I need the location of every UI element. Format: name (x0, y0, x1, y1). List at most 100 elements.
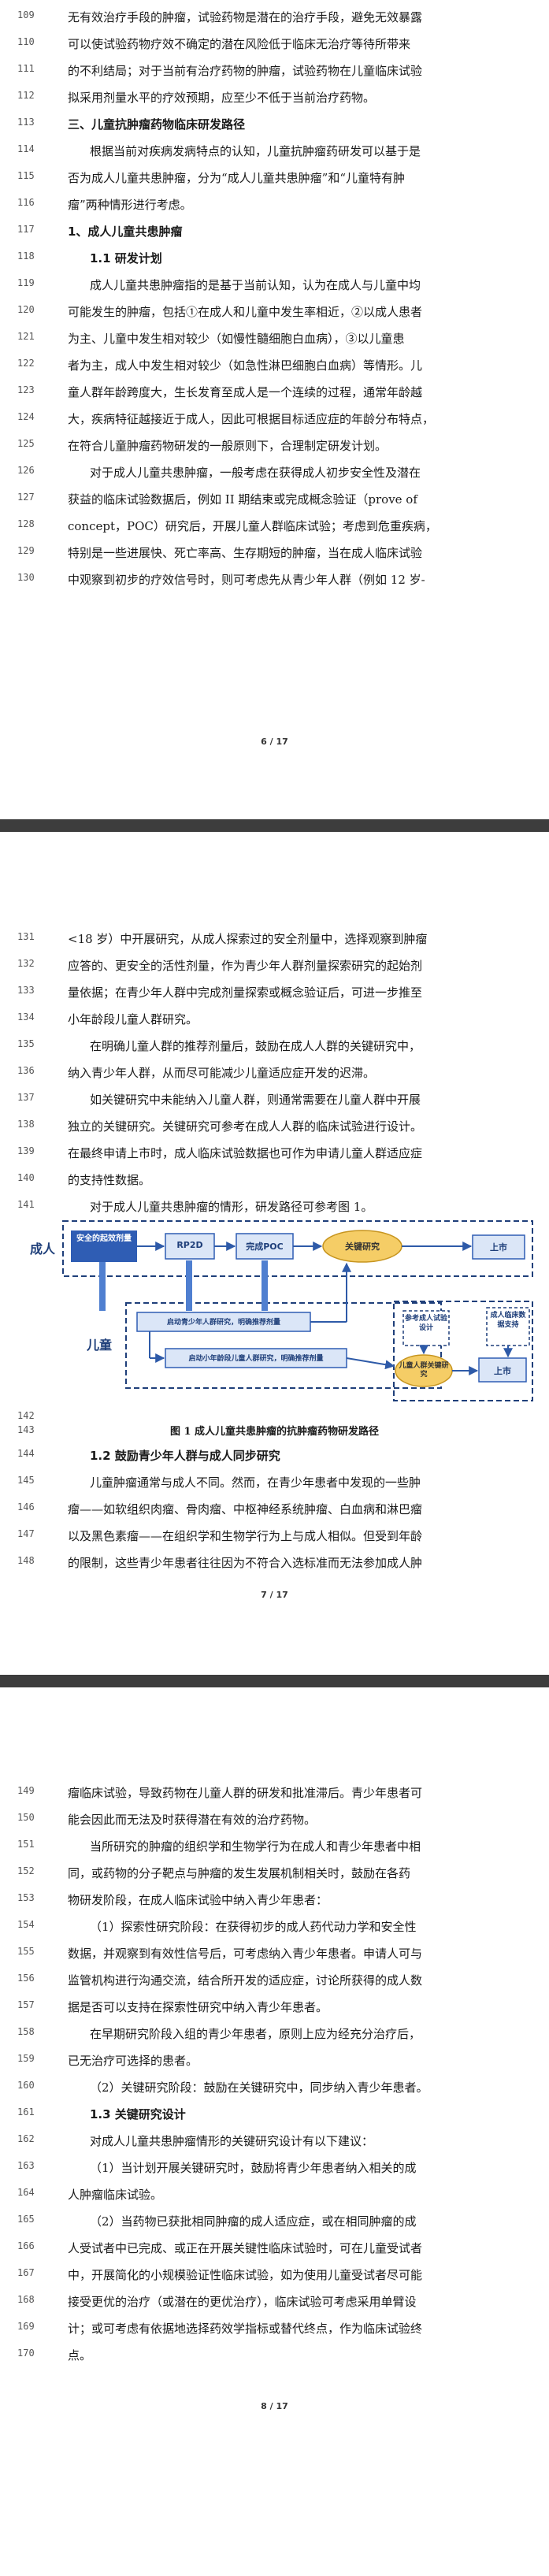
body-text: （1）当计划开展关键研究时，鼓励将青少年患者纳入相关的成 (90, 2161, 417, 2175)
flowchart (62, 1220, 533, 1401)
body-text: 儿童肿瘤通常与成人不同。然而，在青少年患者中发现的一些肿 (90, 1475, 421, 1490)
line-number: 112 (17, 90, 35, 101)
line-number: 136 (17, 1065, 35, 1076)
body-text: 者为主，成人中发生相对较少（如急性淋巴细胞白血病）等情形。儿 (68, 358, 423, 373)
body-text: 中，开展简化的小规模验证性临床试验，如为使用儿童受试者尽可能 (68, 2268, 423, 2282)
line-number: 116 (17, 197, 35, 208)
body-text: 当所研究的肿瘤的组织学和生物学行为在成人和青少年患者中相 (90, 1839, 421, 1854)
line-number: 137 (17, 1092, 35, 1103)
body-text: 点。 (68, 2348, 92, 2363)
body-text: 瘤临床试验，导致药物在儿童人群的研发和批准滞后。青少年患者可 (68, 1786, 423, 1800)
line-number: 164 (17, 2187, 35, 2198)
body-text: 据是否可以支持在探索性研究中纳入青少年患者。 (68, 2000, 328, 2014)
body-text: 如关键研究中未能纳入儿童人群，则通常需要在儿童人群中开展 (90, 1093, 421, 1107)
subsubsection-heading: 1.2 鼓励青少年人群与成人同步研究 (90, 1449, 280, 1463)
body-text: 在早期研究阶段入组的青少年患者，原则上应为经充分治疗后， (90, 2027, 421, 2041)
body-text: 对成人儿童共患肿瘤情形的关键研究设计有以下建议： (90, 2134, 374, 2148)
body-text: 人肿瘤临床试验。 (68, 2188, 163, 2202)
line-number: 114 (17, 143, 35, 154)
line-number: 125 (17, 438, 35, 449)
box-teen (136, 1312, 311, 1332)
figure-child-young-label: 启动小年龄段儿童人群研究，明确推荐剂量 (188, 1355, 324, 1363)
line-number: 141 (17, 1199, 35, 1210)
line-number: 126 (17, 465, 35, 476)
page-number: 7 / 17 (261, 1590, 288, 1600)
section-heading: 三、儿童抗肿瘤药物临床研发路径 (68, 117, 246, 132)
figure-market-child-label: 上市 (494, 1366, 511, 1376)
body-text: 对于成人儿童共患肿瘤的情形，研发路径可参考图 1。 (90, 1200, 373, 1214)
body-text: 童人群年龄跨度大，生长发育至成人是一个连续的过程，通常年龄越 (68, 385, 423, 399)
box-safety (71, 1230, 137, 1262)
line-number: 139 (17, 1145, 35, 1156)
line-number: 138 (17, 1119, 35, 1130)
box-market-child (478, 1357, 527, 1383)
body-text: 可能发生的肿瘤，包括①在成人和儿童中发生率相近，②以成人患者 (68, 305, 423, 319)
figure-box-rp2d-label: RP2D (176, 1240, 203, 1250)
line-number: 162 (17, 2133, 35, 2144)
figure-market-adult-label: 上市 (490, 1242, 507, 1253)
line-number: 134 (17, 1011, 35, 1023)
line-number: 145 (17, 1475, 35, 1486)
body-text: 物研发阶段，在成人临床试验中纳入青少年患者： (68, 1893, 328, 1907)
body-text: 量依据；在青少年人群中完成剂量探索或概念验证后，可进一步推至 (68, 985, 423, 1000)
body-text: 成人儿童共患肿瘤指的是基于当前认知，认为在成人与儿童中均 (90, 278, 421, 292)
figure-ref-label: 参考成人试验设计 (405, 1315, 448, 1332)
line-number: 169 (17, 2321, 35, 2332)
line-number: 168 (17, 2294, 35, 2305)
body-text: 在最终申请上市时，成人临床试验数据也可作为申请儿童人群适应症 (68, 1146, 423, 1160)
line-number: 158 (17, 2026, 35, 2037)
body-text: 的限制，这些青少年患者往往因为不符合入选标准而无法参加成人肿 (68, 1556, 423, 1570)
figure-box-safety-label: 安全的起效剂量 (76, 1234, 132, 1243)
line-number: 119 (17, 277, 35, 288)
line-number: 149 (17, 1785, 35, 1796)
adult-frame (62, 1220, 533, 1277)
body-text: （2）关键研究阶段：鼓励在关键研究中，同步纳入青少年患者。 (90, 2080, 428, 2095)
line-number: 135 (17, 1038, 35, 1049)
body-text: 为主、儿童中发生相对较少（如慢性髓细胞白血病），③以儿童患 (68, 332, 405, 346)
line-number: 155 (17, 1946, 35, 1957)
body-text: （1）探索性研究阶段：在获得初步的成人药代动力学和安全性 (90, 1920, 417, 1934)
figure-1: 成人 儿童 安全的起效剂量 RP2D 完成POC 关键研究 上市 启动青少年人群… (30, 1216, 536, 1405)
line-number: 122 (17, 358, 35, 369)
line-number: 165 (17, 2214, 35, 2225)
figure-box-poc-label: 完成POC (246, 1242, 284, 1252)
subsubsection-heading: 1.3 关键研究设计 (90, 2107, 186, 2121)
figure-child-pivotal-label: 儿童人群关键研究 (399, 1362, 449, 1379)
box-ref (402, 1310, 450, 1346)
page-separator (0, 819, 549, 832)
body-text: 特别是一些进展快、死亡率高、生存期短的肿瘤，当在成人临床试验 (68, 546, 423, 560)
body-text: 应答的、更安全的活性剂量，作为青少年人群剂量探索研究的起始剂 (68, 959, 423, 973)
line-number: 124 (17, 411, 35, 422)
line-number: 132 (17, 958, 35, 969)
box-poc (236, 1233, 294, 1260)
line-number: 161 (17, 2106, 35, 2118)
body-text: 在符合儿童肿瘤药物研发的一般原则下，合理制定研发计划。 (68, 439, 388, 453)
body-text: <18 岁）中开展研究，从成人探索过的安全剂量中，选择观察到肿瘤 (68, 932, 428, 946)
subsubsection-heading: 1.1 研发计划 (90, 251, 162, 265)
body-text: 拟采用剂量水平的疗效预期，应至少不低于当前治疗药物。 (68, 91, 376, 105)
line-number: 111 (17, 63, 35, 74)
figure-adult-label: 成人 (30, 1242, 56, 1256)
line-number: 163 (17, 2160, 35, 2171)
line-number: 115 (17, 170, 35, 181)
body-text: 计；或可考虑有依据地选择药效学指标或替代终点，作为临床试验终 (68, 2322, 423, 2336)
line-number: 157 (17, 1999, 35, 2010)
line-number: 110 (17, 36, 35, 47)
line-number: 120 (17, 304, 35, 315)
body-text: 已无治疗可选择的患者。 (68, 2054, 198, 2068)
line-number: 128 (17, 518, 35, 529)
figure-extrap-label: 成人临床数据支持 (490, 1312, 526, 1329)
line-number: 143 (17, 1424, 35, 1435)
body-text: 监管机构进行沟通交流，结合所开发的适应症，讨论所获得的成人数 (68, 1973, 423, 1988)
body-text: 中观察到初步的疗效信号时，则可考虑先从青少年人群（例如 12 岁- (68, 573, 425, 587)
line-number: 113 (17, 117, 35, 128)
line-number: 118 (17, 251, 35, 262)
line-number: 151 (17, 1839, 35, 1850)
line-number: 159 (17, 2053, 35, 2064)
line-number: 148 (17, 1555, 35, 1566)
line-number: 160 (17, 2080, 35, 2091)
body-text: 可以使试验药物疗效不确定的潜在风险低于临床无治疗等待所带来 (68, 37, 411, 51)
body-text: 大，疾病特征越接近于成人，因此可根据目标适应症的年龄分布特点， (68, 412, 435, 426)
line-number: 150 (17, 1812, 35, 1823)
